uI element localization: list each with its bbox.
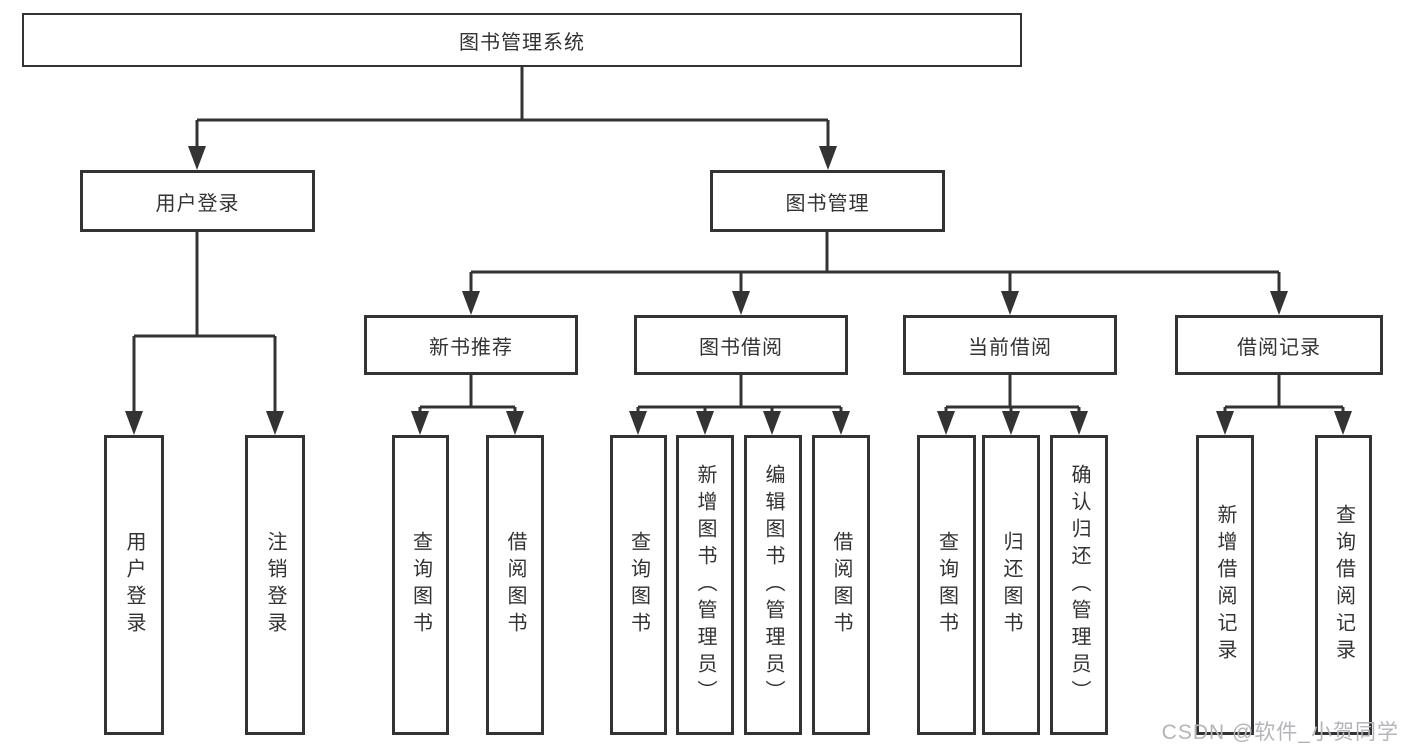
- node-label: 归还图书: [1000, 531, 1022, 639]
- edge-borrow-records-to-leaves: [1223, 375, 1345, 415]
- node-label: 确认归还（管理员）: [1068, 463, 1090, 707]
- leaf-return-books: 归还图书: [982, 435, 1040, 735]
- leaf-user-login: 用户登录: [104, 435, 164, 735]
- node-label: 查询图书: [409, 531, 432, 639]
- leaf-edit-books-admin: 编辑图书（管理员）: [744, 435, 802, 735]
- node-label: 图书借阅: [699, 336, 783, 359]
- leaf-add-borrow-record: 新增借阅记录: [1196, 435, 1254, 735]
- node-root: 图书管理系统: [22, 13, 1022, 67]
- node-label: 借阅图书: [830, 531, 852, 639]
- leaf-borrow-books: 借阅图书: [812, 435, 870, 735]
- edge-root-to-level2: [195, 67, 830, 150]
- node-label: 图书管理: [785, 192, 870, 215]
- node-label: 编辑图书（管理员）: [762, 463, 784, 707]
- edge-current-borrow-to-leaves: [944, 375, 1081, 415]
- edge-user-login-to-leaves: [132, 232, 277, 415]
- leaf-query-borrow-record: 查询借阅记录: [1315, 435, 1372, 735]
- node-book-borrow: 图书借阅: [634, 315, 848, 375]
- node-label: 借阅图书: [504, 531, 526, 639]
- edge-book-mgmt-to-level3: [469, 232, 1281, 295]
- node-borrow-records: 借阅记录: [1175, 315, 1383, 375]
- edge-new-book-to-leaves: [418, 375, 517, 415]
- node-label: 图书管理系统: [459, 31, 585, 54]
- node-label: 借阅记录: [1237, 336, 1321, 359]
- node-new-book-recommend: 新书推荐: [364, 315, 578, 375]
- edge-book-borrow-to-leaves: [636, 375, 843, 415]
- node-book-management: 图书管理: [710, 170, 945, 232]
- node-label: 用户登录: [123, 531, 145, 639]
- leaf-confirm-return-admin: 确认归还（管理员）: [1050, 435, 1108, 735]
- node-label: 查询图书: [627, 531, 650, 639]
- leaf-query-books-recommend: 查询图书: [392, 435, 449, 735]
- node-user-login: 用户登录: [80, 170, 315, 232]
- leaf-query-books-current: 查询图书: [917, 435, 976, 735]
- node-label: 注销登录: [264, 531, 286, 639]
- node-label: 查询借阅记录: [1332, 504, 1355, 666]
- node-label: 当前借阅: [968, 336, 1052, 359]
- node-label: 用户登录: [155, 192, 240, 215]
- node-label: 新增图书（管理员）: [694, 463, 716, 707]
- leaf-logout: 注销登录: [245, 435, 305, 735]
- node-label: 查询图书: [935, 531, 958, 639]
- arrowheads: [125, 146, 1352, 435]
- leaf-query-books-borrow: 查询图书: [610, 435, 667, 735]
- node-label: 新书推荐: [429, 336, 513, 359]
- node-current-borrow: 当前借阅: [903, 315, 1117, 375]
- leaf-add-books-admin: 新增图书（管理员）: [676, 435, 734, 735]
- node-label: 新增借阅记录: [1214, 504, 1236, 666]
- leaf-borrow-books-recommend: 借阅图书: [486, 435, 544, 735]
